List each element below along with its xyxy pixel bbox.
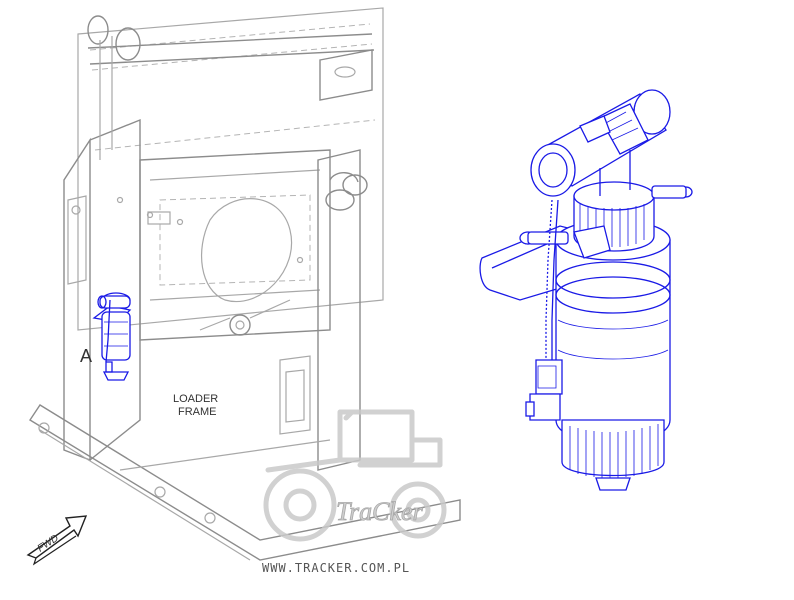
loader-frame-label-line2: FRAME: [178, 406, 217, 418]
fuel-filter-location-small: [92, 292, 132, 381]
fuel-filter-detail-large: [479, 89, 693, 491]
watermark-brand: TraCker: [336, 497, 424, 526]
tractor-watermark-icon: [263, 409, 447, 542]
fwd-arrow-icon: [26, 515, 88, 566]
loader-frame-drawing: [29, 7, 461, 561]
callout-label-a: A: [80, 346, 92, 366]
watermark-url: WWW.TRACKER.COM.PL: [262, 561, 410, 575]
loader-frame-label-line1: LOADER: [173, 393, 218, 405]
